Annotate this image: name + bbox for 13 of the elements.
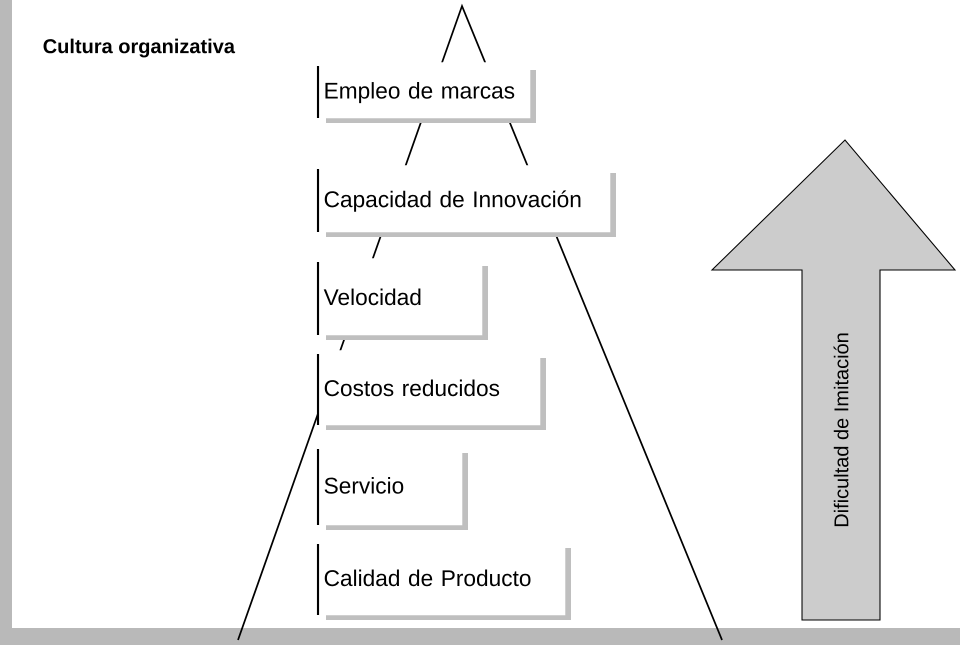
node-label: Calidad de Producto [324,570,530,586]
node-label: Velocidad [324,288,420,306]
node-label: Capacidad de Innovación [324,190,580,212]
level-box: Capacidad de Innovación [316,165,616,237]
level-box: Calidad de Producto [316,540,571,620]
level-box: Velocidad [316,258,488,340]
node-label: Costos reducidos [324,380,500,396]
node-label: Servicio [324,477,404,494]
node-label: Empleo de marcas [325,82,514,104]
level-box: Costos reducidos [316,350,546,430]
heading-label: Cultura organizativa [44,38,236,58]
level-box: Empleo de marcas [316,62,536,123]
level-box: Servicio [316,445,468,530]
